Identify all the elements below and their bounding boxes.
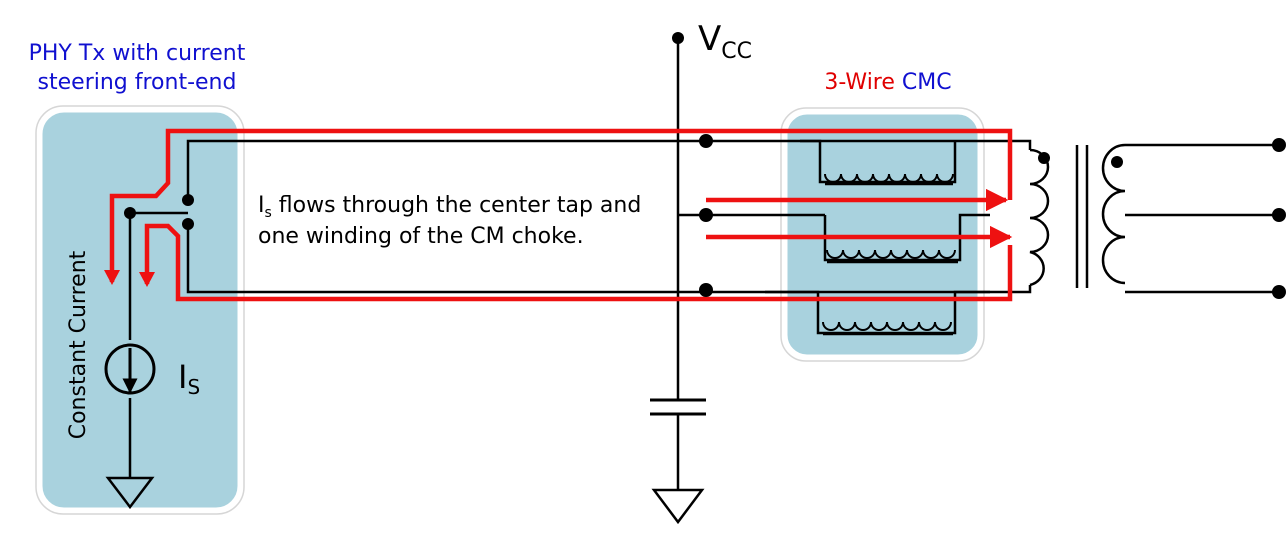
cmc-box [782,109,983,360]
junction-dots [124,32,1286,299]
is-sub: S [187,375,200,399]
phy-box-outline [35,105,245,515]
phy-box [37,107,243,513]
note-line1-main: I [258,193,265,218]
cmc-title-part2: CMC [895,70,952,95]
cmc-title: 3-Wire CMC [824,70,951,95]
vcc-main: V [698,19,721,59]
note-line1: Is flows through the center tap and [258,193,641,221]
phy-title-line2: steering front-end [38,70,237,95]
black-wiring [104,38,1279,525]
cmc-title-part1: 3-Wire [824,70,895,95]
note-line1-rest: flows through the center tap and [272,193,642,218]
current-paths [109,128,1013,302]
note-line2: one winding of the CM choke. [258,224,584,249]
constant-current-label: Constant Current [66,250,91,439]
phy-title-line1: PHY Tx with current [29,41,246,66]
vcc-label: VCC [698,19,752,64]
note-line1-sub: s [265,205,272,221]
cmc-box-outline [780,107,985,362]
current-path-arrowheads [104,270,155,287]
cmc-coils [822,173,958,336]
is-main: I [178,358,187,396]
vcc-sub: CC [721,39,752,64]
transformer-coils [1029,143,1126,287]
is-label: IS [178,358,200,399]
